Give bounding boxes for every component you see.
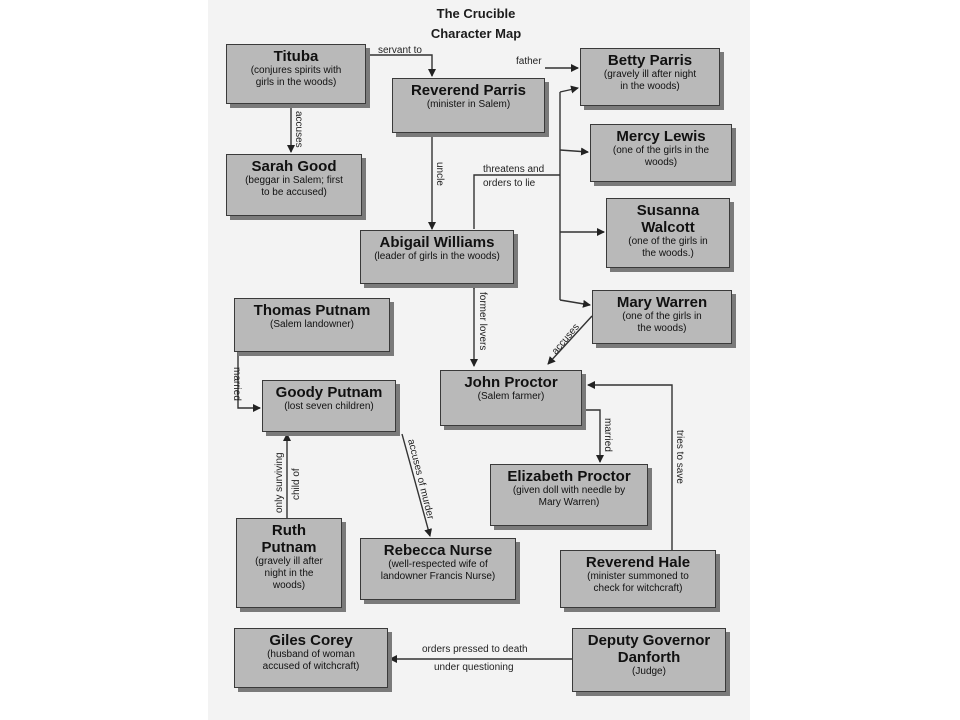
label-only-surviving: only surviving bbox=[274, 452, 285, 513]
node-betty: Betty Parris (gravely ill after night in… bbox=[580, 48, 720, 106]
node-elizabeth-proctor-desc: (given doll with needle by Mary Warren) bbox=[512, 485, 626, 508]
label-threatens-line1: threatens and bbox=[483, 164, 544, 175]
label-accuses-of-murder: accuses of murder bbox=[405, 438, 436, 521]
node-ruth-putnam-desc: (gravely ill after night in the woods) bbox=[255, 556, 323, 591]
node-goody-putnam: Goody Putnam (lost seven children) bbox=[262, 380, 396, 432]
node-elizabeth-proctor: Elizabeth Proctor (given doll with needl… bbox=[490, 464, 648, 526]
node-mercy-lewis: Mercy Lewis (one of the girls in the woo… bbox=[590, 124, 732, 182]
node-thomas-putnam: Thomas Putnam (Salem landowner) bbox=[234, 298, 390, 352]
label-former-lovers: former lovers bbox=[477, 292, 488, 350]
node-reverend-hale-desc: (minister summoned to check for witchcra… bbox=[587, 571, 689, 594]
node-giles-corey-name: Giles Corey bbox=[269, 632, 353, 649]
node-parris-name: Reverend Parris bbox=[410, 82, 527, 99]
node-john-proctor: John Proctor (Salem farmer) bbox=[440, 370, 582, 426]
label-servant-to: servant to bbox=[378, 45, 422, 56]
node-reverend-hale-name: Reverend Hale bbox=[585, 554, 691, 571]
label-threatens-line2: orders to lie bbox=[483, 178, 536, 189]
label-orders-pressed-line2: under questioning bbox=[434, 662, 514, 673]
label-tries-to-save: tries to save bbox=[674, 430, 685, 484]
node-sarah-good: Sarah Good (beggar in Salem; first to be… bbox=[226, 154, 362, 216]
node-parris: Reverend Parris (minister in Salem) bbox=[392, 78, 545, 133]
node-deputy-governor-danforth: Deputy Governor Danforth (Judge) bbox=[572, 628, 726, 692]
node-mary-warren-desc: (one of the girls in the woods) bbox=[622, 311, 702, 334]
label-orders-pressed-line1: orders pressed to death bbox=[422, 644, 528, 655]
node-sarah-good-desc: (beggar in Salem; first to be accused) bbox=[245, 175, 343, 198]
node-thomas-putnam-name: Thomas Putnam bbox=[253, 302, 371, 319]
node-giles-corey: Giles Corey (husband of woman accused of… bbox=[234, 628, 388, 688]
node-tituba-desc: (conjures spirits with girls in the wood… bbox=[250, 65, 342, 88]
node-ruth-putnam: Ruth Putnam (gravely ill after night in … bbox=[236, 518, 342, 608]
map-title-line2: Character Map bbox=[430, 26, 522, 41]
node-reverend-hale: Reverend Hale (minister summoned to chec… bbox=[560, 550, 716, 608]
node-rebecca-nurse-desc: (well-respected wife of landowner Franci… bbox=[380, 559, 496, 582]
node-betty-name: Betty Parris bbox=[607, 52, 693, 69]
node-john-proctor-desc: (Salem farmer) bbox=[477, 391, 545, 402]
node-mary-warren-name: Mary Warren bbox=[616, 294, 708, 311]
node-goody-putnam-desc: (lost seven children) bbox=[284, 401, 374, 412]
label-uncle: uncle bbox=[434, 162, 445, 186]
node-betty-desc: (gravely ill after night in the woods) bbox=[603, 69, 697, 92]
label-father: father bbox=[516, 56, 542, 67]
node-thomas-putnam-desc: (Salem landowner) bbox=[270, 319, 354, 330]
node-rebecca-nurse: Rebecca Nurse (well-respected wife of la… bbox=[360, 538, 516, 600]
node-mary-warren: Mary Warren (one of the girls in the woo… bbox=[592, 290, 732, 344]
node-deputy-governor-danforth-desc: (Judge) bbox=[632, 666, 666, 677]
node-rebecca-nurse-name: Rebecca Nurse bbox=[383, 542, 493, 559]
node-sarah-good-name: Sarah Good bbox=[251, 158, 337, 175]
node-abigail-williams-name: Abigail Williams bbox=[379, 234, 495, 251]
node-mercy-lewis-name: Mercy Lewis bbox=[616, 128, 706, 145]
label-married-proctor: married bbox=[602, 418, 613, 452]
node-deputy-governor-danforth-name: Deputy Governor Danforth bbox=[587, 632, 711, 666]
node-abigail-williams: Abigail Williams (leader of girls in the… bbox=[360, 230, 514, 284]
node-john-proctor-name: John Proctor bbox=[464, 374, 558, 391]
node-susanna-walcott: Susanna Walcott (one of the girls in the… bbox=[606, 198, 730, 268]
node-susanna-walcott-desc: (one of the girls in the woods.) bbox=[628, 236, 708, 259]
node-tituba: Tituba (conjures spirits with girls in t… bbox=[226, 44, 366, 104]
map-title-line1: The Crucible bbox=[436, 6, 516, 21]
label-accuses-proctor: accuses bbox=[550, 322, 582, 357]
label-accuses-sarah: accuses bbox=[293, 111, 304, 148]
label-child-of: child of bbox=[291, 468, 302, 500]
node-mercy-lewis-desc: (one of the girls in the woods) bbox=[612, 145, 710, 168]
node-giles-corey-desc: (husband of woman accused of witchcraft) bbox=[262, 649, 360, 672]
node-tituba-name: Tituba bbox=[273, 48, 319, 65]
node-susanna-walcott-name: Susanna Walcott bbox=[636, 202, 700, 236]
node-abigail-williams-desc: (leader of girls in the woods) bbox=[374, 251, 500, 262]
node-elizabeth-proctor-name: Elizabeth Proctor bbox=[507, 468, 631, 485]
node-parris-desc: (minister in Salem) bbox=[426, 99, 511, 110]
node-ruth-putnam-name: Ruth Putnam bbox=[261, 522, 317, 556]
node-goody-putnam-name: Goody Putnam bbox=[275, 384, 383, 401]
label-married-putnam: married bbox=[231, 367, 242, 401]
